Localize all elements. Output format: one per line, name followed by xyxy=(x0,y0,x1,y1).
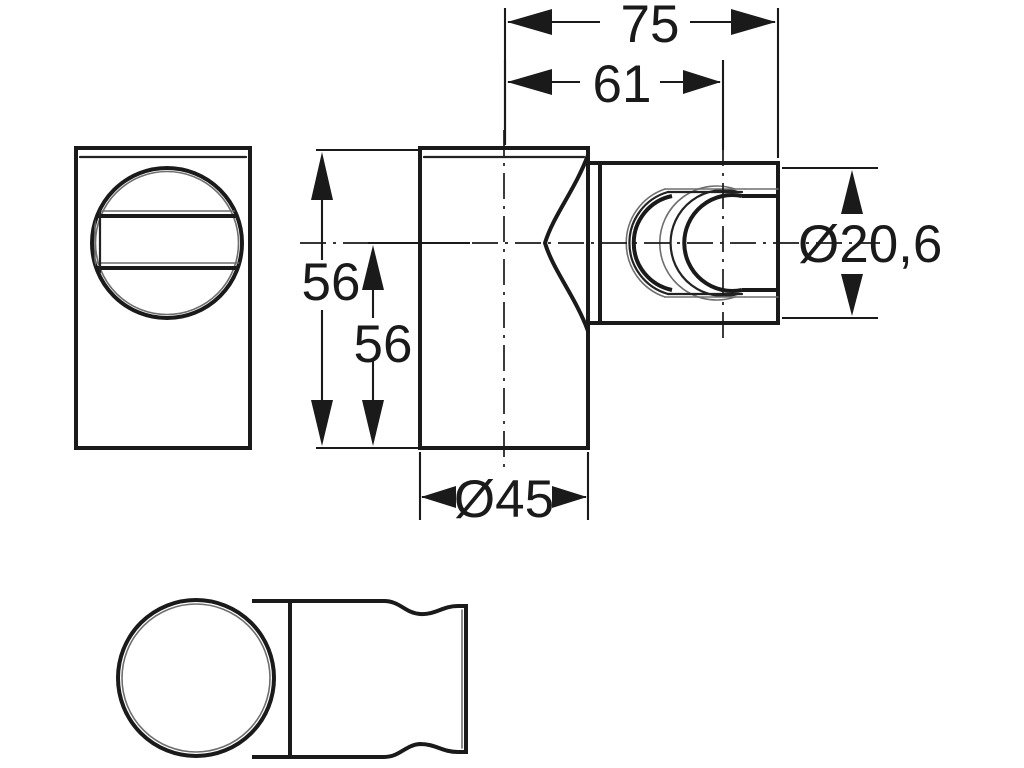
dim45-arrow-left xyxy=(421,486,456,508)
dim45-arrow-right xyxy=(552,486,587,508)
top-view xyxy=(116,598,468,759)
top-plate-circle xyxy=(116,598,276,758)
clamp-rear-arc xyxy=(631,194,673,292)
dim56b-label: 56 xyxy=(354,315,413,374)
dim61-arrow-left xyxy=(507,69,552,95)
side-section-view xyxy=(300,130,880,470)
front-view xyxy=(74,146,252,450)
dim75-arrow-right xyxy=(731,9,776,35)
top-arm-contour xyxy=(252,599,468,759)
dimension-arm-length: 61 xyxy=(503,55,725,150)
dimension-plate-diameter: Ø45 xyxy=(418,452,590,529)
arm-taper-curve xyxy=(542,154,590,332)
front-boss-circle xyxy=(90,166,244,320)
dimension-height-overall: 56 xyxy=(302,148,420,450)
front-slot-group xyxy=(92,209,242,274)
dim75-arrow-left xyxy=(507,9,552,35)
body-outline xyxy=(418,146,590,450)
dim56b-arrow-top xyxy=(362,245,384,290)
dim61-arrow-right xyxy=(683,70,721,94)
clamp-c-arc-outer xyxy=(682,193,743,293)
front-boss-inner-circle xyxy=(94,170,240,316)
dim45-label: Ø45 xyxy=(454,470,554,529)
dim206-arrow-bottom xyxy=(841,274,863,316)
dim56a-label: 56 xyxy=(302,253,361,312)
dimension-height-center: 56 xyxy=(354,241,470,450)
front-plate-outline xyxy=(74,146,252,450)
dim56a-arrow-bottom xyxy=(311,400,333,446)
top-plate-circle-inner xyxy=(121,603,271,753)
dim61-label: 61 xyxy=(593,55,652,114)
dim206-arrow-top xyxy=(841,170,863,214)
dim56b-arrow-bottom xyxy=(362,400,384,446)
dim75-label: 75 xyxy=(621,0,680,54)
dim56a-arrow-top xyxy=(311,152,333,200)
dimension-bore-diameter: Ø20,6 xyxy=(782,166,942,320)
dim206-label: Ø20,6 xyxy=(798,215,942,274)
clamp-rear-arc-mid xyxy=(628,190,670,296)
